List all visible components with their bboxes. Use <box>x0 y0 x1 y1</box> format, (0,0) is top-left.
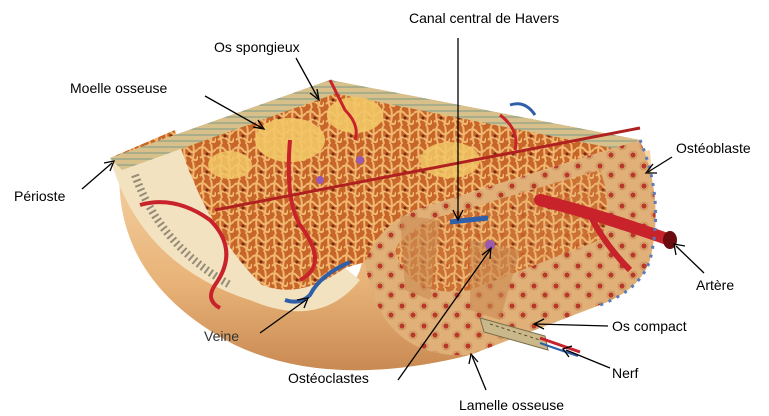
label-osteoclastes: Ostéoclastes <box>288 370 369 386</box>
label-veine: Veine <box>204 328 239 344</box>
arrow-lamelle <box>472 356 486 390</box>
label-lamelle: Lamelle osseuse <box>459 397 564 413</box>
label-canal: Canal central de Havers <box>409 10 559 26</box>
label-perioste: Périoste <box>14 188 66 204</box>
label-nerf: Nerf <box>612 365 639 381</box>
marrow-blob-4 <box>208 151 252 179</box>
label-compact: Os compact <box>612 318 687 334</box>
arrow-osteoblaste <box>648 157 672 172</box>
label-moelle: Moelle osseuse <box>70 80 167 96</box>
label-osteoblaste: Ostéoblaste <box>676 140 751 156</box>
osteoclast-cell-3 <box>316 176 324 184</box>
arrow-artere <box>676 246 704 273</box>
label-artere: Artère <box>696 277 734 293</box>
label-spongieux: Os spongieux <box>214 39 300 55</box>
osteoclast-cell-2 <box>356 156 364 164</box>
vein-surface-2 <box>510 104 535 115</box>
arrow-perioste <box>82 163 112 189</box>
arrow-nerf <box>566 350 610 368</box>
